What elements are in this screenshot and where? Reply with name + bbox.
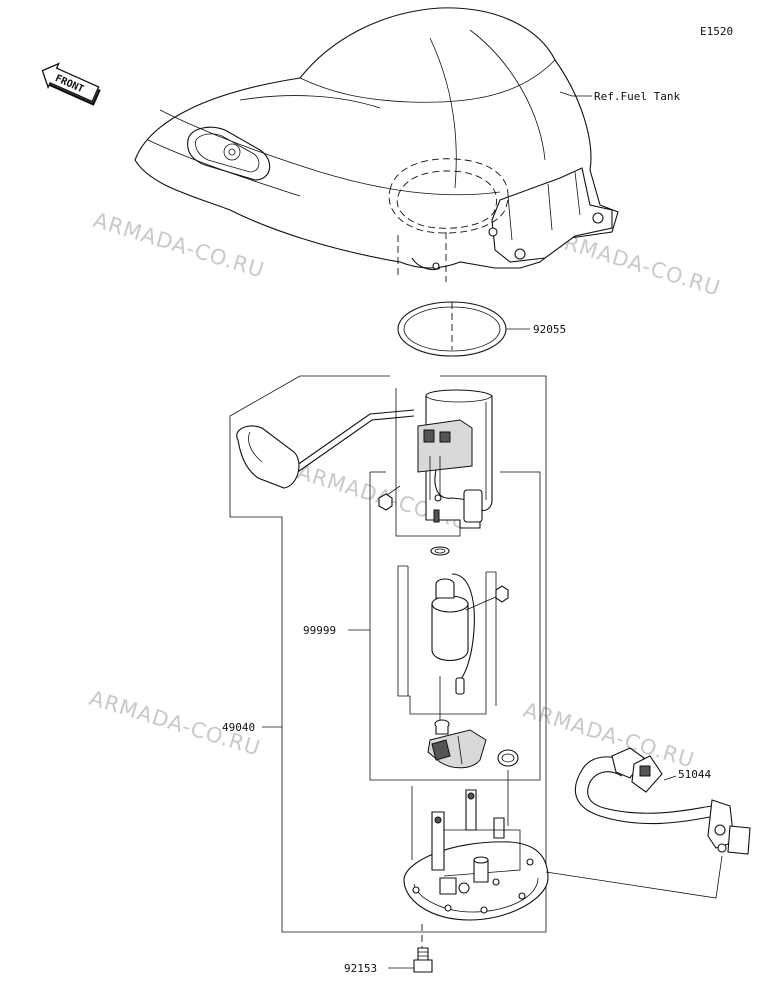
fuel-level-float[interactable] xyxy=(236,409,415,489)
leader-51044 xyxy=(663,775,677,781)
o-ring-filter[interactable] xyxy=(497,749,519,767)
part-number-99999[interactable]: 99999 xyxy=(303,624,336,637)
part-number-92153[interactable]: 92153 xyxy=(344,962,377,975)
part-number-51044[interactable]: 51044 xyxy=(678,768,711,781)
fuel-hose-51044[interactable] xyxy=(574,747,751,855)
pump-base-plate[interactable] xyxy=(403,789,549,921)
diagram-code: E1520 xyxy=(700,25,733,38)
fuel-pump-motor[interactable] xyxy=(431,573,475,695)
watermarks: ARMADA-CO.RU ARMADA-CO.RU ARMADA-CO.RU A… xyxy=(87,208,724,773)
pump-outline-right xyxy=(485,571,497,706)
watermark: ARMADA-CO.RU xyxy=(521,698,698,773)
o-ring-small[interactable] xyxy=(430,546,450,556)
small-nut[interactable] xyxy=(378,493,393,511)
pump-module-housing[interactable] xyxy=(417,389,493,529)
ref-leader xyxy=(559,91,592,97)
screw[interactable] xyxy=(495,585,509,603)
sub-outline-99999 xyxy=(369,471,541,781)
fuel-tank-drawing xyxy=(134,7,619,282)
pump-outline-bottom xyxy=(409,696,487,715)
part-number-49040[interactable]: 49040 xyxy=(222,721,255,734)
bolt-92153[interactable] xyxy=(413,947,433,973)
watermark: ARMADA-CO.RU xyxy=(91,208,268,283)
assembly-outline-49040 xyxy=(229,375,547,933)
front-arrow-icon: FRONT xyxy=(41,62,101,106)
pump-outline-left xyxy=(397,565,410,697)
part-number-92055[interactable]: 92055 xyxy=(533,323,566,336)
hose-connection-line xyxy=(545,855,723,899)
leader-screw xyxy=(465,595,499,611)
fuel-filter[interactable] xyxy=(427,719,487,769)
ref-fuel-tank-label: Ref.Fuel Tank xyxy=(594,90,680,103)
inner-outline xyxy=(395,388,461,537)
